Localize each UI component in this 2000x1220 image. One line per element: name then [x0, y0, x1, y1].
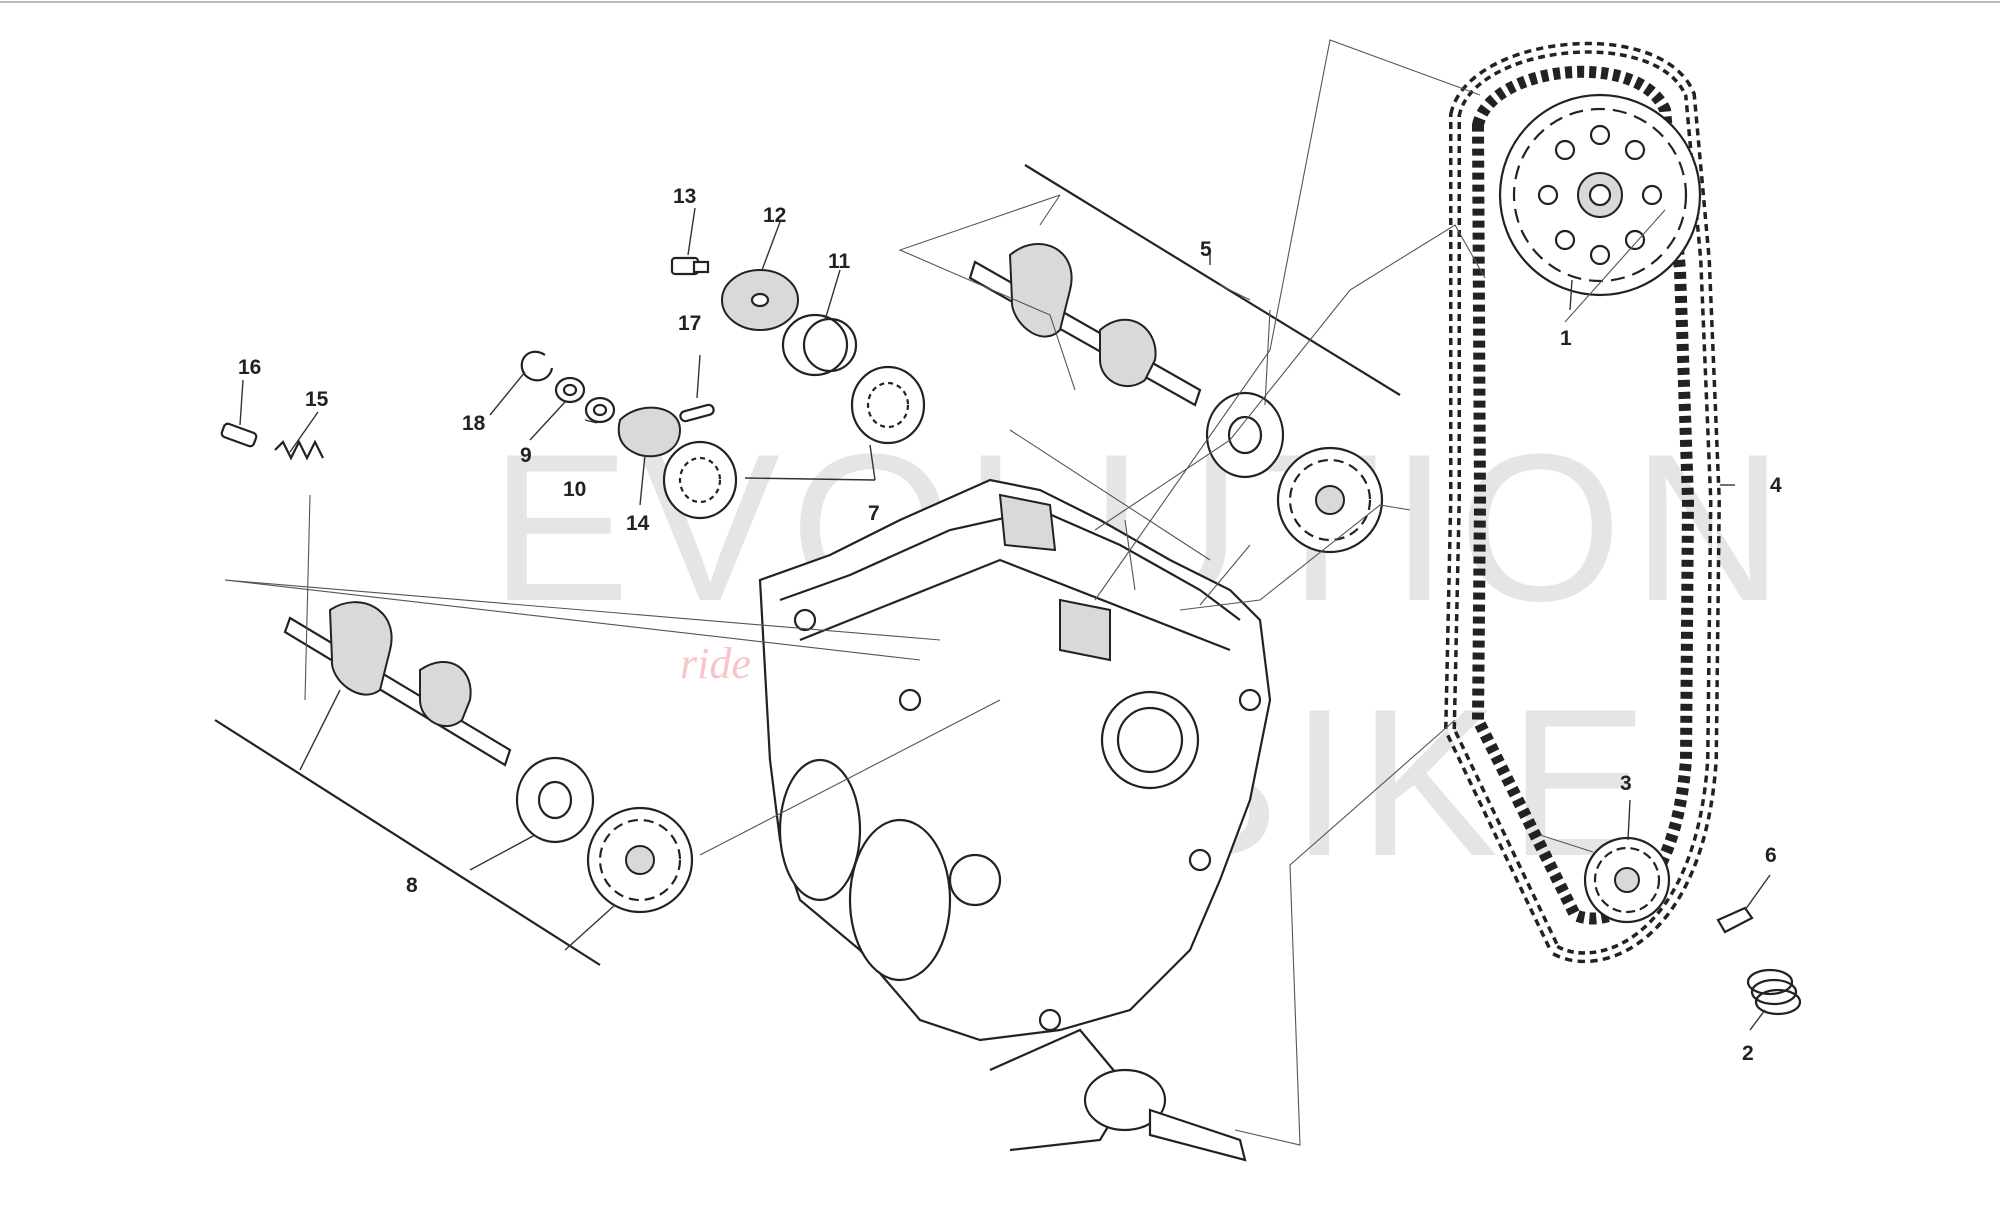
callout-1: 1	[1560, 327, 1572, 350]
callout-10: 10	[563, 478, 586, 501]
callout-8: 8	[406, 874, 418, 897]
cam-chain	[1443, 41, 1722, 964]
exhaust-camshaft	[968, 243, 1384, 554]
callout-11: 11	[828, 250, 851, 273]
callout-4: 4	[1770, 474, 1782, 497]
callout-labels: 1 2 3 4 5 6 7 8 9 10 11 12 13 14 15 16 1…	[238, 185, 1782, 1065]
leader-lines	[214, 39, 1771, 1146]
callout-14: 14	[626, 512, 650, 535]
callout-13: 13	[673, 185, 696, 208]
callout-15: 15	[305, 388, 329, 411]
intake-camshaft	[283, 601, 694, 914]
tensioner-spring	[1746, 968, 1802, 1016]
crank-sprocket	[1583, 836, 1671, 924]
callout-2: 2	[1742, 1042, 1754, 1065]
decompressor-parts	[220, 256, 926, 520]
callout-3: 3	[1620, 772, 1632, 795]
cylinder-head	[758, 478, 1272, 1042]
callout-5: 5	[1200, 238, 1212, 261]
callout-9: 9	[520, 444, 532, 467]
bracket-5	[1024, 164, 1401, 396]
callout-12: 12	[763, 204, 786, 227]
callout-18: 18	[462, 412, 486, 435]
callout-17: 17	[678, 312, 701, 335]
top-sprocket	[1498, 93, 1702, 297]
tensioner-key	[1716, 906, 1754, 934]
callout-6: 6	[1765, 844, 1777, 867]
crankshaft-end	[989, 1028, 1247, 1162]
callout-16: 16	[238, 356, 261, 379]
callout-7: 7	[868, 502, 880, 525]
bracket-8	[214, 719, 601, 966]
